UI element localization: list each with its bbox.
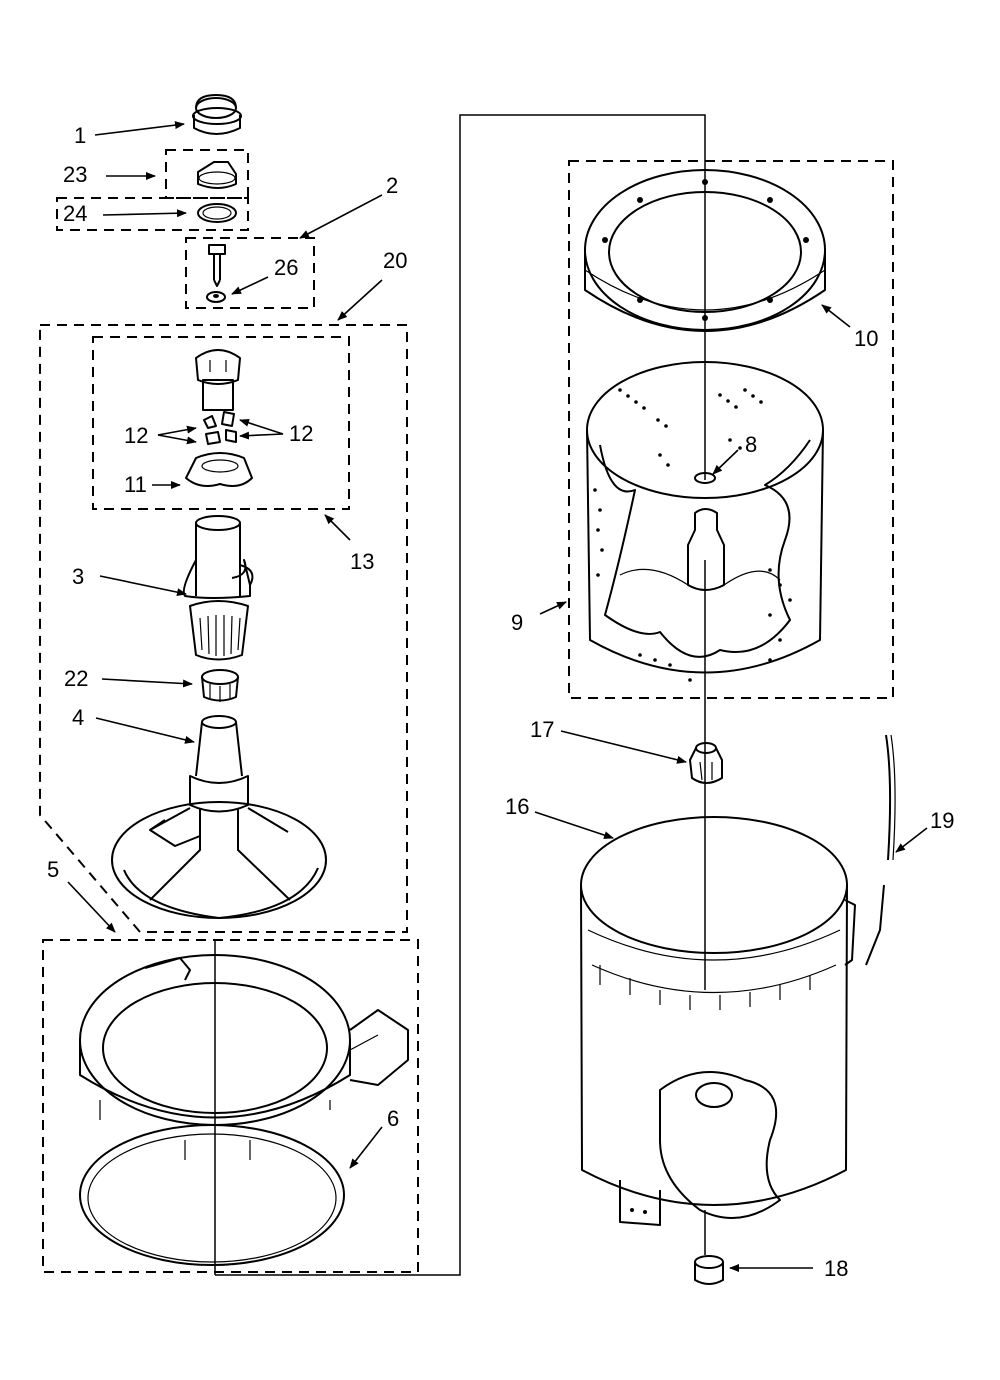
callout-17: 17 [530,717,554,742]
arrow-icon [101,678,193,688]
callout-26: 26 [274,255,298,280]
arrow-icon [102,209,187,218]
callout-10: 10 [854,326,878,351]
arrow-icon [821,304,851,328]
part-4-agitator-base [111,715,327,919]
part-19-hose [865,734,896,966]
part-3-auger [182,515,254,661]
group-box-13 [92,336,350,510]
part-18-plug [694,1255,724,1285]
group-box-24 [56,197,249,231]
callout-6: 6 [387,1106,399,1131]
callout-12-left: 12 [124,423,148,448]
callout-11: 11 [124,472,147,497]
callout-23: 23 [63,162,87,187]
part-13-cam-assembly [185,349,253,487]
arrow-icon [337,279,383,321]
callout-9: 9 [511,610,523,635]
part-23-cam [197,161,237,189]
callout-20: 20 [383,248,407,273]
group-box-9 [568,160,894,699]
callout-22: 22 [64,666,88,691]
group-box-2 [185,237,315,309]
part-9-basket [586,361,824,682]
part-16-outer-tub [580,816,856,1226]
part-10-balance-ring [584,169,826,332]
part-22-ratchet [201,669,239,702]
callout-5: 5 [47,857,59,882]
part-1-cap [192,94,242,135]
callout-16: 16 [505,794,529,819]
callout-24: 24 [63,201,87,226]
arrow-icon [712,449,739,475]
callout-2: 2 [386,173,398,198]
callout-labels: 1 2 3 4 5 6 8 9 10 11 12 12 13 16 17 18 … [47,123,954,1281]
arrow-icon [324,514,351,541]
arrow-icon [157,434,197,445]
group-box-5 [42,939,419,1273]
part-6-seal-ring [79,1124,345,1266]
arrow-icon [231,276,269,295]
arrow-icon [349,1126,383,1169]
arrow-icon [239,431,284,440]
arrow-icon [95,717,195,744]
group-box-20 [39,324,408,933]
callout-4: 4 [72,705,84,730]
arrow-icon [895,827,928,853]
callout-18: 18 [824,1256,848,1281]
group-box-23 [165,149,249,199]
basket-perforations [593,388,792,682]
callout-13: 13 [350,549,374,574]
assembly-centerlines [214,114,706,1276]
callout-8: 8 [745,432,757,457]
group-boxes [39,149,894,1273]
arrow-icon [299,194,383,239]
arrow-icon [560,730,687,764]
arrow-icon [239,418,284,435]
arrow-icon [539,601,567,615]
part-2-bolt [206,244,226,303]
callout-12-right: 12 [289,421,313,446]
arrow-icon [157,425,197,436]
part-17-bushing [689,742,723,784]
leader-lines [67,121,928,1272]
arrow-icon [67,881,116,933]
arrow-icon [94,121,185,136]
part-24-ring [197,203,237,223]
part-5-ring-assembly [79,954,409,1160]
callout-3: 3 [72,564,84,589]
arrow-icon [534,811,614,839]
arrow-icon [99,575,187,597]
callout-1: 1 [74,123,86,148]
callout-19: 19 [930,808,954,833]
